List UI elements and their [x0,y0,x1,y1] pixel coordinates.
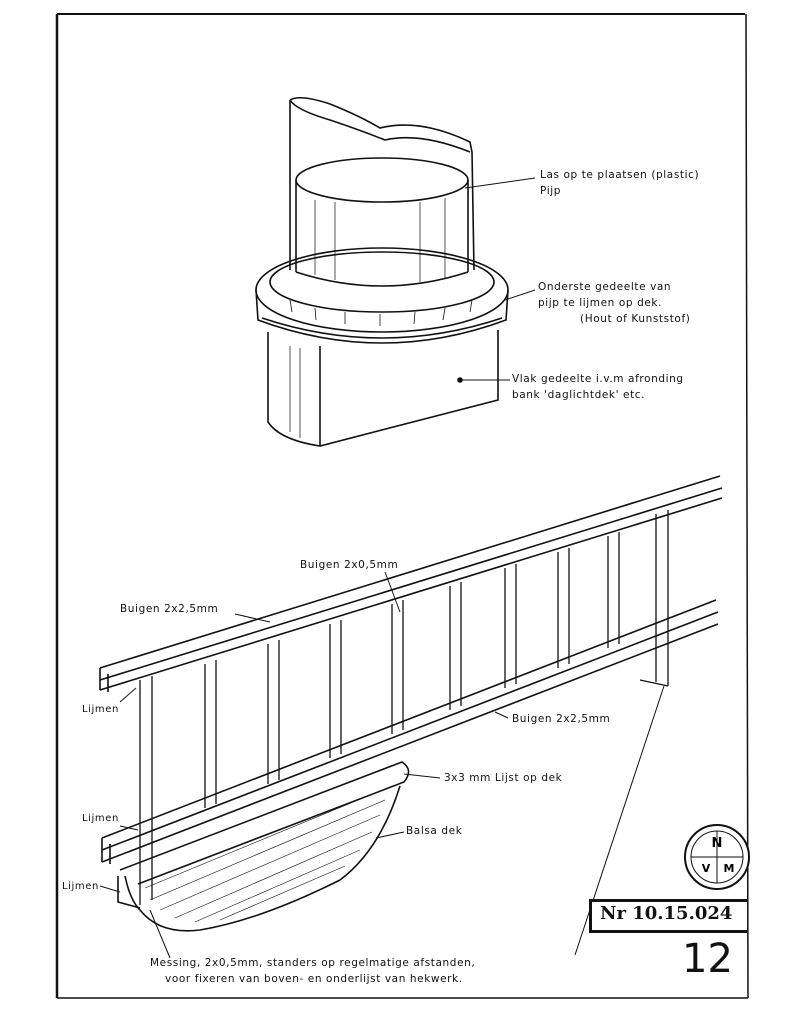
seal-letter-v: V [702,862,711,875]
page-border [55,13,749,999]
label-glue-1: Lijmen [82,704,119,715]
label-bend-05: Buigen 2x0,5mm [300,559,399,571]
footnote-line-1: Messing, 2x0,5mm, standers op regelmatig… [150,957,476,969]
reference-box [589,899,747,933]
label-plastic-lid: Las op te plaatsen (plastic) [540,169,700,181]
label-lower-part-3: (Hout of Kunststof) [580,313,691,325]
seal-letter-m: M [724,862,735,875]
label-flat-part-2: bank 'daglichtdek' etc. [512,389,646,401]
page-number: 12 [682,936,733,982]
funnel-drawing [255,96,536,447]
nvm-seal-icon: N V M [684,824,750,890]
reference-number: Nr 10.15.024 [600,903,733,924]
label-bend-25-top: Buigen 2x2,5mm [120,603,219,615]
railing-drawing [99,475,723,959]
label-flat-part-1: Vlak gedeelte i.v.m afronding [512,373,684,385]
label-pipe: Pijp [540,185,562,197]
footnote-line-2: voor fixeren van boven- en onderlijst va… [165,973,463,985]
label-lower-part-2: pijp te lijmen op dek. [538,297,663,309]
label-glue-3: Lijmen [62,881,99,892]
label-lower-part-1: Onderste gedeelte van [538,281,672,293]
label-bend-25-bottom: Buigen 2x2,5mm [512,713,611,725]
label-balsa-deck: Balsa dek [406,825,463,837]
label-strip: 3x3 mm Lijst op dek [444,772,563,784]
seal-letter-n: N [712,836,723,851]
label-glue-2: Lijmen [82,813,119,824]
